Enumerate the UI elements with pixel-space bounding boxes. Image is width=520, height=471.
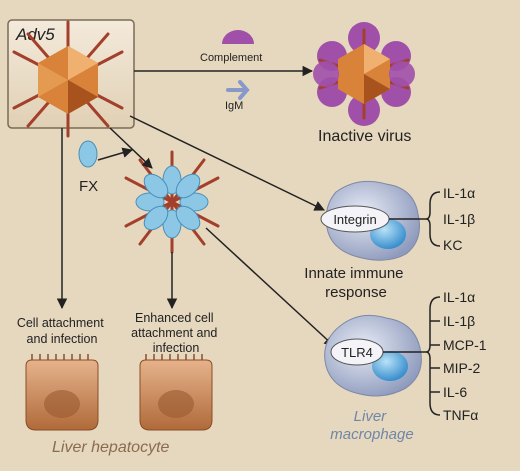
igm-icon [226,80,250,100]
fx-coated-virus-icon [124,150,220,254]
fx-icon [78,140,98,168]
tlr4-output-5: IL-6 [443,384,467,400]
arrows [56,65,335,347]
integrin-output-3: KC [443,237,462,253]
integrin-output-2: IL-1β [443,211,475,227]
tlr4-label: TLR4 [341,345,373,360]
hepatocyte-cell-right [139,354,213,431]
inactive-virus-label: Inactive virus [318,128,411,145]
complement-label: Complement [200,52,262,64]
integrin-output-1: IL-1α [443,185,475,201]
innate-immune-caption: Innate immune response [304,265,407,301]
integrin-label: Integrin [333,212,376,227]
arrow-coated-virus-to-tlr4 [205,227,335,347]
adv5-virus-icon [12,20,124,138]
tlr4-output-1: IL-1α [443,289,475,305]
tlr4-output-2: IL-1β [443,313,475,329]
tlr4-bracket [383,296,441,416]
inactive-virus-icon [313,22,415,126]
arrow-adv5-to-integrin [129,115,325,211]
adv5-label: Adv5 [15,25,55,44]
integrin-bracket [389,191,441,247]
arrow-adv5-to-coated-virus [109,127,153,169]
tlr4-output-6: TNFα [443,407,478,423]
liver-macrophage-caption: Liver macrophage [330,408,413,443]
pathway-middle-label: Enhanced cell attachment and infection [131,311,221,355]
hepatocyte-cell-left [25,354,99,431]
tlr4-output-3: MCP-1 [443,337,487,353]
arrow-fx-to-coated-virus [97,147,134,161]
fx-label: FX [79,178,98,195]
igm-label: IgM [225,100,243,112]
hepatocyte-label: Liver hepatocyte [52,439,170,456]
adv5-box: Adv5 [7,19,135,138]
tlr4-output-4: MIP-2 [443,360,481,376]
complement-icon [222,30,254,44]
pathway-left-label: Cell attachment and infection [17,316,107,346]
